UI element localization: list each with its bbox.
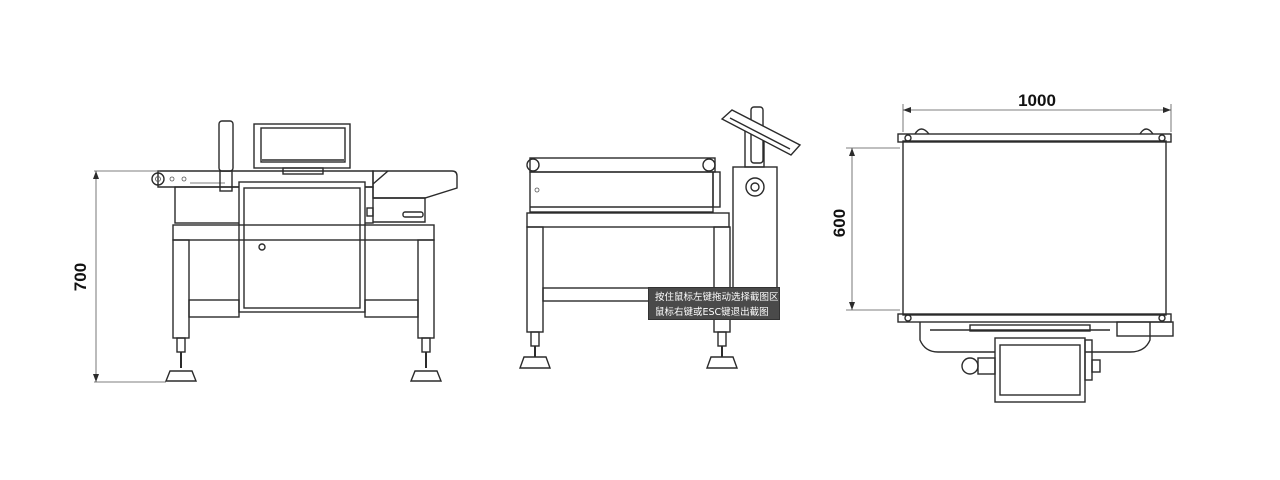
- side-view: [519, 106, 802, 369]
- front-view: 700: [71, 120, 458, 383]
- dimension-top-width: 1000: [1018, 91, 1056, 110]
- dimension-top-depth: 600: [830, 209, 849, 237]
- tooltip-line-1: 按住鼠标左键拖动选择截图区域: [655, 292, 780, 303]
- screenshot-tooltip: 按住鼠标左键拖动选择截图区域 鼠标右键或ESC键退出截图: [648, 287, 780, 320]
- tooltip-line-2: 鼠标右键或ESC键退出截图: [655, 307, 769, 318]
- top-view: 1000 600: [830, 91, 1174, 403]
- dimension-front-height: 700: [71, 263, 90, 291]
